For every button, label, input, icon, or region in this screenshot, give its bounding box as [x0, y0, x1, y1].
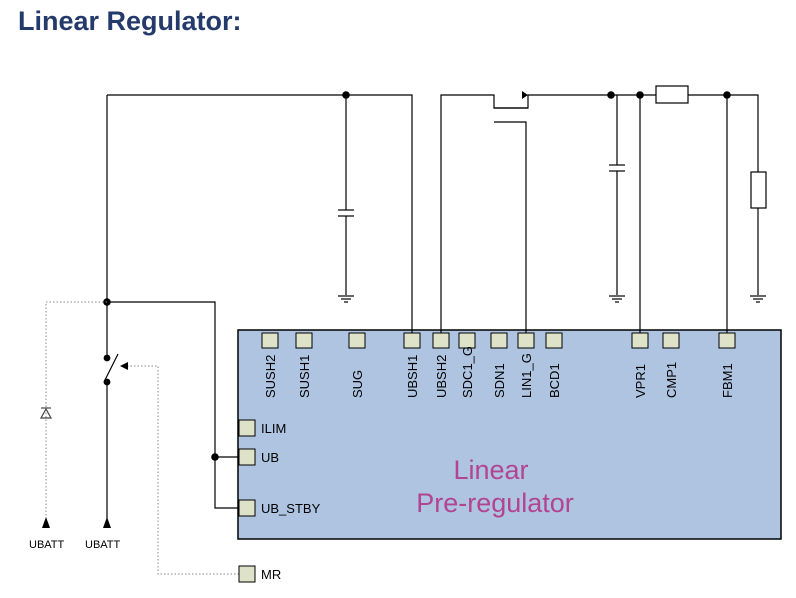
pin-ilim-label: ILIM [261, 421, 286, 436]
pin-lin1_g-box [517, 332, 535, 349]
pin-bcd1-label: BCD1 [547, 363, 562, 398]
pin-ub_stby-box [238, 499, 256, 517]
pin-cmp1-label: CMP1 [664, 362, 679, 398]
transistor-arrow [522, 91, 528, 99]
pin-mr-label: MR [261, 567, 281, 582]
pin-ub-box [238, 448, 256, 466]
top-pins: SUSH2 SUSH1 SUG UBSH1 UBSH2 SDC1_G SDN1 LIN1_G B… [261, 332, 736, 398]
pin-sdn1-label: SDN1 [492, 363, 507, 398]
wires [103, 94, 759, 523]
pin-sdn1-box [490, 332, 508, 349]
pin-sush1-label: SUSH1 [297, 355, 312, 398]
ubatt-arrow-1 [42, 517, 50, 528]
junctions [103, 91, 731, 461]
pin-sush2-label: SUSH2 [263, 355, 278, 398]
pin-fbm1-label: FBM1 [720, 363, 735, 398]
resistor-series [655, 85, 689, 104]
pin-sdc1_g-box [458, 332, 476, 349]
pin-ilim-box [238, 419, 256, 437]
pin-mr-box [238, 565, 256, 583]
switch-arrow [120, 362, 128, 370]
ubatt-arrow-2 [103, 517, 111, 528]
diode-symbol [39, 407, 53, 419]
pin-bcd1-box [545, 332, 563, 349]
left-pins: ILIM UB UB_STBY MR [238, 419, 321, 583]
pin-sug-label: SUG [350, 370, 365, 398]
pin-vpr1-box [631, 332, 649, 349]
ground-symbols [338, 295, 766, 303]
pin-sush2-box [261, 332, 279, 349]
supply-label-2: UBATT [85, 539, 121, 551]
pin-ubsh1-label: UBSH1 [405, 355, 420, 398]
regulator-block [237, 329, 782, 540]
pin-ubsh2-box [432, 332, 450, 349]
pin-sdc1_g-label: SDC1_G [460, 346, 475, 398]
block-label-line1: Linear [453, 455, 528, 485]
block-label-line2: Pre-regulator [416, 488, 574, 518]
pin-sug-box [348, 332, 366, 349]
pin-fbm1-box [718, 332, 736, 349]
pin-ub-label: UB [261, 450, 279, 465]
pin-vpr1-label: VPR1 [633, 364, 648, 398]
pin-ubsh2-label: UBSH2 [434, 355, 449, 398]
pin-ub_stby-label: UB_STBY [261, 501, 321, 516]
dotted-lines [45, 301, 239, 575]
diagram-title: Linear Regulator: [18, 6, 242, 36]
resistor-shunt [750, 171, 767, 209]
supply-label-1: UBATT [29, 539, 65, 551]
pin-lin1_g-label: LIN1_G [519, 353, 534, 398]
pin-sush1-box [295, 332, 313, 349]
pin-ubsh1-box [403, 332, 421, 349]
pin-cmp1-box [662, 332, 680, 349]
